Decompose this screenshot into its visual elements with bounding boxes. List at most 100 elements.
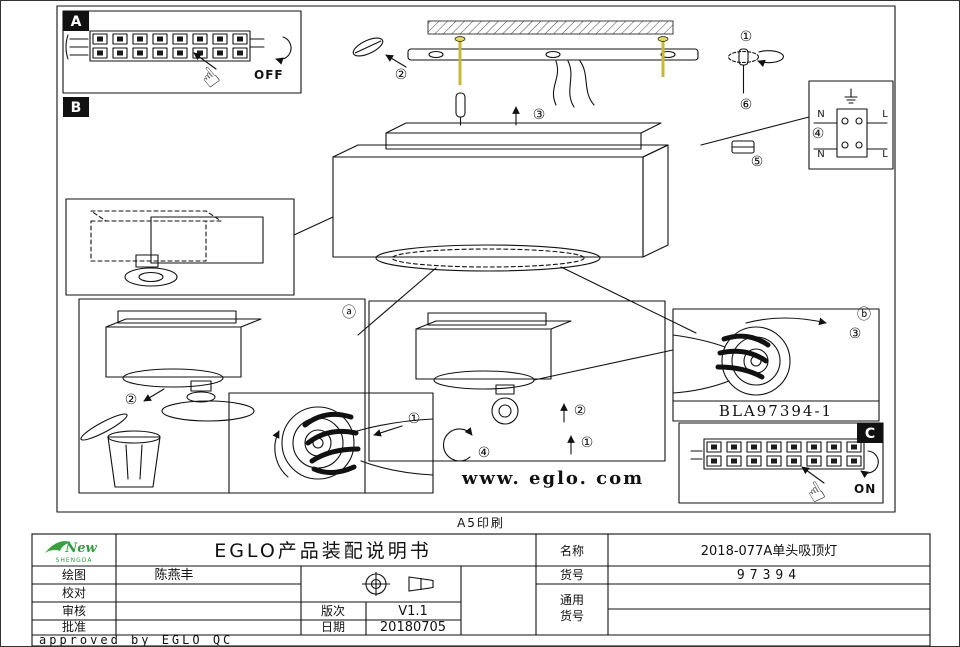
wires-left <box>690 450 703 460</box>
turn-arrow <box>373 425 403 437</box>
ceiling-hatch <box>427 20 674 35</box>
bulb <box>491 397 519 425</box>
wire-l-label: L <box>882 109 888 120</box>
wire-n-label: N <box>817 109 824 120</box>
terminal <box>836 108 868 158</box>
off-label: OFF <box>254 68 284 82</box>
step-1-badge: ① <box>740 29 753 45</box>
socket <box>135 254 159 268</box>
step-2-badge: ② <box>395 67 408 83</box>
on-label: ON <box>854 482 876 496</box>
step-2-badge: ② <box>125 392 138 408</box>
rotate-arrow <box>860 450 879 479</box>
substep-b-badge: ⓑ <box>857 307 871 323</box>
print-size-note: A5印刷 <box>457 516 505 530</box>
rotate-arrow <box>272 430 289 478</box>
bulb-detail-a: ① <box>228 392 434 494</box>
section-c-label: C <box>865 426 875 442</box>
expansion-bolt <box>455 92 466 126</box>
generic-item-label-1: 通用 <box>560 593 584 607</box>
section-a-label: A <box>71 14 82 30</box>
step-3-badge: ③ <box>849 326 862 342</box>
rotate-arrow <box>745 317 827 326</box>
model-code: BLA97394-1 <box>719 402 833 420</box>
draw-label: 绘图 <box>62 567 86 582</box>
mounting-screw <box>657 36 669 77</box>
panel-a-glass-removal: ⓐ ② <box>78 298 366 494</box>
panel-a-switch-off-detail: A ☝ OFF <box>62 10 302 95</box>
terminal-block <box>704 439 864 469</box>
projection-symbol-icon <box>362 572 434 596</box>
hand-gripping-bulb-icon <box>281 406 434 480</box>
step-2-badge: ② <box>574 403 587 419</box>
grid-cols <box>115 534 609 635</box>
logo-script-text: New <box>64 541 97 556</box>
wire-n-label: N <box>817 149 824 160</box>
screwdriver-step: ① ⑥ ⑤ <box>727 29 784 170</box>
removed-glass <box>161 400 255 422</box>
step-4-badge: ④ <box>812 126 825 142</box>
canopy-top <box>385 122 662 134</box>
date-value: 20180705 <box>380 620 446 635</box>
version-label: 版次 <box>321 604 345 618</box>
logo-name-text: SHENGDA <box>56 557 93 564</box>
socket <box>495 384 515 395</box>
shade-side <box>642 144 669 258</box>
wires-right <box>249 38 265 48</box>
approve-label: 批准 <box>62 619 86 634</box>
wires-left <box>65 34 89 60</box>
step-4-badge: ④ <box>478 445 491 461</box>
hand-gripping-bulb-icon <box>672 326 791 396</box>
step-5-badge: ⑤ <box>751 154 764 170</box>
canopy-detail-inset <box>65 198 295 296</box>
leader-line <box>293 216 334 236</box>
screwdriver-icon <box>727 48 784 94</box>
product-name-value: 2018-077A单头吸顶灯 <box>701 544 837 559</box>
step-3-badge: ③ <box>533 107 546 123</box>
wire-l-label: L <box>882 149 888 160</box>
rotate-arrow <box>442 427 473 462</box>
qc-approval-note: approved by EGLO QC <box>39 633 233 647</box>
title-block: New SHENGDA EGLO产品装配说明书 名称 2018-077A单头吸顶… <box>31 533 931 647</box>
document-title: EGLO产品装配说明书 <box>214 540 432 562</box>
generic-item-label-2: 货号 <box>560 608 584 623</box>
lamp-mini <box>415 312 572 390</box>
logo-swoosh-icon <box>45 541 71 553</box>
name-label: 名称 <box>560 543 584 558</box>
wiring-diagram: N L N L ④ <box>808 80 894 170</box>
version-value: V1.1 <box>398 604 428 619</box>
pressing-hand-icon: ☝ <box>195 61 226 94</box>
supply-wires <box>552 60 595 108</box>
leader-line <box>560 266 697 334</box>
canopy <box>385 132 642 150</box>
step-1-badge: ① <box>408 411 421 427</box>
draw-value: 陈燕丰 <box>154 567 193 583</box>
section-c-tab <box>857 423 883 443</box>
diagram-border <box>56 5 896 513</box>
terminal-block <box>90 31 250 61</box>
leader-line <box>533 349 674 381</box>
item-number-value: 97394 <box>737 568 801 583</box>
date-label: 日期 <box>321 620 345 634</box>
shade-top <box>332 144 669 158</box>
section-b-label: B <box>71 100 82 116</box>
strain-relief-clip-icon <box>731 140 755 154</box>
step-6-badge: ⑥ <box>740 97 753 113</box>
leader-line <box>700 116 810 146</box>
wall-anchor <box>352 37 384 57</box>
mounting-bracket <box>407 48 699 61</box>
review-label: 审核 <box>62 603 86 618</box>
remove-arrow <box>143 388 165 402</box>
panel-c-switch-on-detail: C ☝ ON <box>678 422 884 510</box>
rotate-arrow <box>275 36 292 65</box>
socket <box>190 380 212 392</box>
assembly-diagram: A ☝ OFF B <box>56 5 896 513</box>
shengda-logo: New SHENGDA <box>45 541 97 564</box>
panel-b-glass-install: ② ① ④ <box>368 300 666 462</box>
press-arrow <box>193 52 217 70</box>
press-arrow <box>801 466 825 484</box>
ground-symbol-icon <box>844 88 858 104</box>
pressing-hand-icon: ☝ <box>802 476 831 510</box>
terminal-wires <box>813 122 888 150</box>
